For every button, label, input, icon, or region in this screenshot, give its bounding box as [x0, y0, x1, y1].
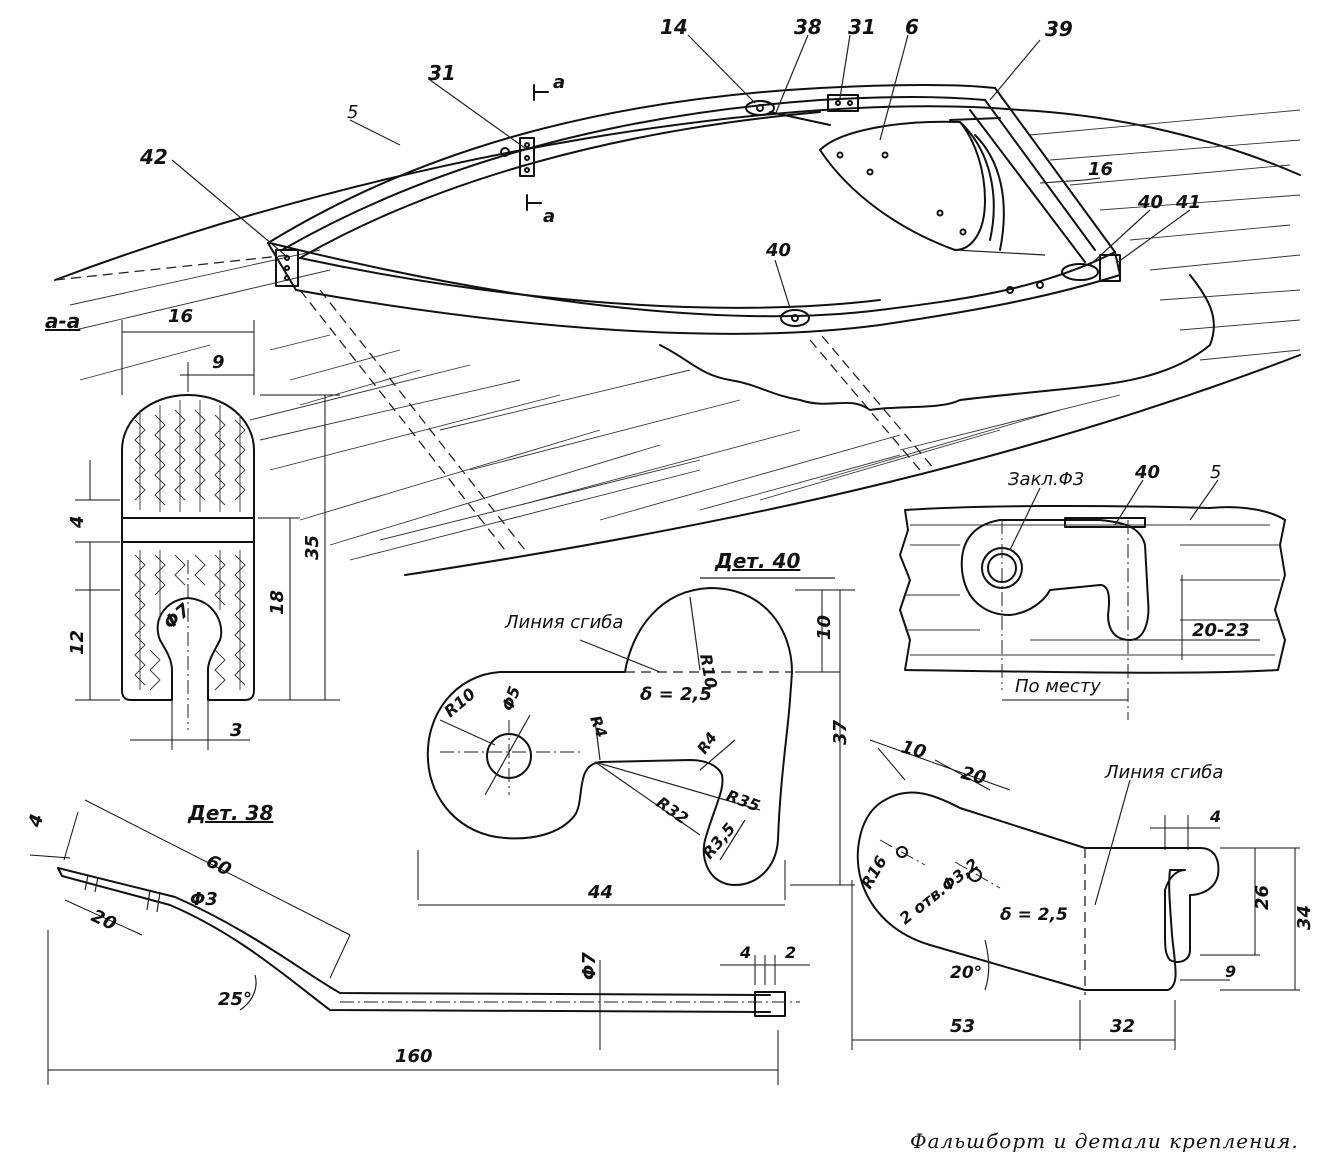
- det40-r10-left: R10: [440, 684, 479, 721]
- det41-dim-20: 20: [959, 763, 989, 790]
- det38-angle: 25°: [218, 989, 252, 1010]
- det40-dim-37: 37: [830, 719, 851, 745]
- callout-42: 42: [139, 145, 168, 169]
- wood-grain-hatch: [134, 400, 246, 691]
- assembly-in-place: По месту: [1015, 676, 1101, 697]
- section-a-a: a-a: [45, 306, 340, 750]
- det40-dim-44: 44: [587, 882, 613, 903]
- det41-dim-26: 26: [1252, 885, 1273, 910]
- det38-dia7: Φ7: [579, 952, 600, 980]
- det41-dim-32: 32: [1110, 1016, 1135, 1037]
- det40-r32: R32: [653, 793, 692, 828]
- detail-40: Дет. 40 Линия сгиба δ = 2,5 R10 R10 Φ5 R…: [417, 549, 855, 906]
- det41-thickness: δ = 2,5: [1000, 905, 1068, 925]
- callout-16: 16: [1088, 159, 1113, 180]
- det41-dim-34: 34: [1294, 905, 1315, 930]
- det40-r4-a: R4: [586, 713, 610, 740]
- det41-angle: 20°: [950, 963, 982, 983]
- det40-thickness: δ = 2,5: [640, 684, 712, 705]
- det38-dim-4b: 4: [739, 943, 751, 962]
- assembly-dim-20-23: 20-23: [1192, 620, 1250, 641]
- det38-dim-4: 4: [24, 812, 48, 831]
- det40-bend-line: Линия сгиба: [504, 612, 623, 633]
- det40-title: Дет. 40: [714, 549, 800, 573]
- hull-deck-lines: [54, 105, 1301, 576]
- section-aa-title: a-a: [45, 309, 80, 333]
- detail-40-assembly: Закл.Φ3 40 5 20-23 По месту: [899, 462, 1286, 720]
- callout-31-right: 31: [848, 15, 876, 39]
- det41-r16: R16: [857, 853, 891, 892]
- dim-18: 18: [267, 590, 288, 615]
- callout-41: 41: [1175, 192, 1201, 213]
- section-mark-a-bottom: a: [543, 206, 555, 227]
- dim-9: 9: [212, 352, 225, 373]
- det38-dia3: Φ3: [190, 889, 218, 910]
- det41-dim-10: 10: [899, 737, 929, 764]
- det40-dim-10: 10: [814, 615, 835, 640]
- figure-caption: Фальшборт и детали крепления.: [910, 1129, 1299, 1153]
- callout-40-mid: 40: [765, 240, 791, 261]
- assembly-rivet-label: Закл.Φ3: [1008, 469, 1084, 490]
- callout-40-right: 40: [1137, 192, 1163, 213]
- callout-38: 38: [794, 15, 822, 39]
- detail-38: Дет. 38 4 60 20 Φ3 25° Φ7 4 2 160: [24, 799, 810, 1085]
- detail-41: 10 20 R16 2 отв.Φ3,2 δ = 2,5 20° Линия с…: [851, 737, 1315, 1050]
- dim-4: 4: [67, 515, 88, 529]
- callout-5: 5: [347, 102, 358, 123]
- det40-r4-b: R4: [694, 729, 721, 757]
- callout-6: 6: [905, 15, 919, 39]
- dim-12: 12: [67, 630, 88, 655]
- callout-31-left: 31: [428, 61, 456, 85]
- assembly-part-5: 5: [1210, 462, 1221, 483]
- dim-16: 16: [168, 306, 193, 327]
- det41-holes: 2 отв.Φ3,2: [896, 855, 983, 929]
- det41-dim-4: 4: [1209, 807, 1221, 826]
- det38-title: Дет. 38: [187, 801, 273, 825]
- dia-7: Φ7: [160, 600, 195, 634]
- det41-bend-line: Линия сгиба: [1104, 762, 1223, 783]
- dim-35: 35: [302, 535, 323, 560]
- part-callouts: 14 38 31 6 39 31 5 42 40 40 41 16 a a: [139, 15, 1201, 261]
- bulwark-frame: [171, 34, 1191, 335]
- det40-r35: R35: [724, 786, 763, 816]
- det38-dim-160: 160: [395, 1046, 433, 1067]
- det40-dia5: Φ5: [498, 684, 524, 714]
- det38-dim-60: 60: [203, 851, 235, 881]
- assembly-part-40: 40: [1134, 462, 1160, 483]
- det38-dim-2: 2: [785, 943, 796, 962]
- det41-dim-9: 9: [1225, 962, 1236, 981]
- section-mark-a-top: a: [553, 72, 565, 93]
- callout-39: 39: [1045, 17, 1073, 41]
- callout-14: 14: [660, 15, 688, 39]
- det41-dim-53: 53: [950, 1016, 975, 1037]
- dim-3: 3: [230, 720, 243, 741]
- det38-dim-20: 20: [88, 905, 120, 935]
